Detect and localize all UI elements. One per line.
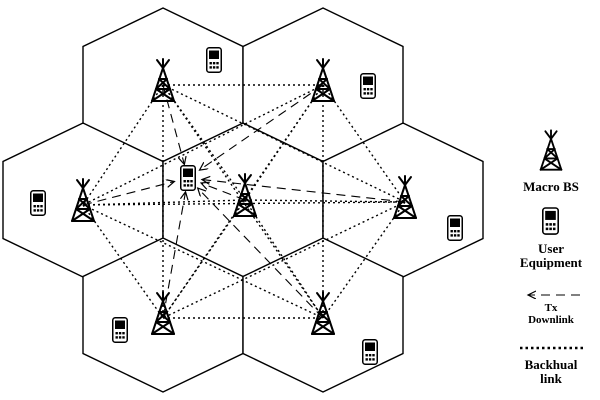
tx-downlink: [198, 188, 324, 319]
user-equipment-icon-ue-ne: [360, 73, 376, 99]
tx-downlink: [200, 84, 324, 170]
backhaul-link: [322, 84, 406, 203]
legend-ue-label-line2: Equipment: [520, 255, 583, 270]
tx-downlink: [82, 181, 174, 206]
backhaul-link: [244, 199, 324, 319]
legend-user-equipment-icon: [542, 207, 559, 235]
user-equipment-icon-ue-nw: [206, 47, 222, 73]
backhaul-link: [82, 84, 164, 206]
legend-tx-label-line2: Downlink: [528, 314, 575, 326]
backhaul-link: [322, 201, 406, 319]
legend: Macro BS User Equipment Tx Downlink Back…: [520, 129, 584, 386]
user-equipment-icon-ue-se: [362, 339, 378, 365]
backhaul-link: [162, 84, 246, 201]
user-equipment-icon-ue-sw: [112, 317, 128, 343]
user-equipment-icon-ue-w: [30, 190, 46, 216]
tx-downlink: [202, 180, 406, 203]
backhaul-link: [162, 199, 246, 319]
legend-macro-bs-label: Macro BS: [523, 179, 579, 194]
user-equipment-icon-ue-e: [447, 215, 463, 241]
legend-backhaul-label-line2: link: [540, 371, 562, 386]
legend-ue-label-line1: User: [538, 241, 564, 256]
backhaul-link: [244, 199, 406, 203]
backhaul-link: [82, 204, 324, 319]
tx-downlink: [201, 183, 246, 201]
legend-backhaul-label-line1: Backhual: [525, 357, 578, 372]
backhaul-link: [82, 199, 246, 206]
tx-downlink: [162, 84, 184, 164]
user-equipment-icon-ue-c: [180, 165, 196, 191]
backhaul-link: [82, 204, 164, 319]
legend-macro-bs-icon: [539, 129, 563, 171]
links-layer: [82, 84, 406, 319]
legend-tx-label-line1: Tx: [545, 302, 558, 314]
